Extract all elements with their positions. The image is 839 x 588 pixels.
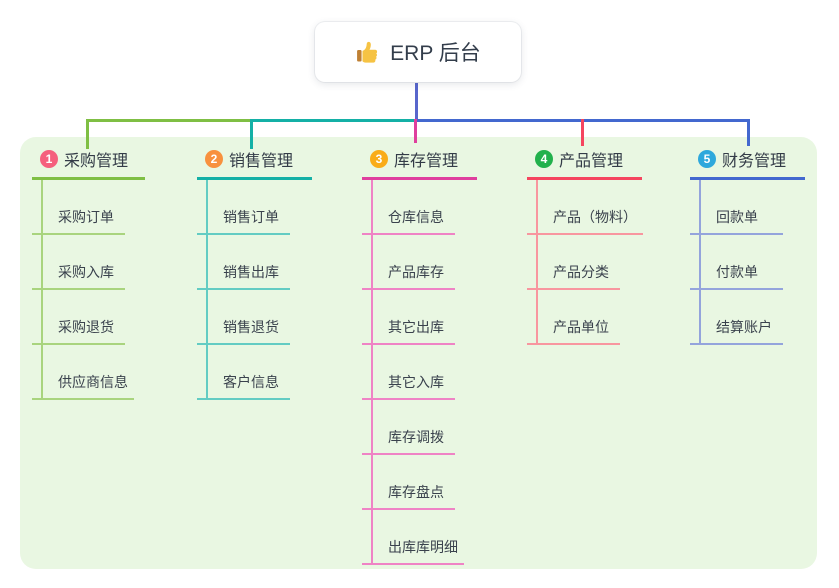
mindmap-node-item[interactable]: 采购入库 <box>32 235 125 290</box>
branch-number-badge: 5 <box>698 150 716 168</box>
mindmap-node-item[interactable]: 结算账户 <box>690 290 783 345</box>
branch-rail-line <box>536 180 538 345</box>
mindmap-node-item[interactable]: 库存调拨 <box>362 400 455 455</box>
rail-segment-1 <box>86 119 252 122</box>
branch-drop-line-4 <box>581 119 584 146</box>
mindmap-node-item[interactable]: 采购订单 <box>32 180 125 235</box>
branch-rail-line <box>206 180 208 400</box>
branch-drop-line-1 <box>86 119 89 149</box>
branch-items: 仓库信息产品库存其它出库其它入库库存调拨库存盘点出库库明细 <box>362 180 477 565</box>
branch-rail-line <box>371 180 373 565</box>
branch-number-badge: 3 <box>370 150 388 168</box>
branch-title-label: 财务管理 <box>722 153 787 170</box>
mindmap-node-item[interactable]: 采购退货 <box>32 290 125 345</box>
branch-items: 销售订单销售出库销售退货客户信息 <box>197 180 312 400</box>
branch-title-label: 库存管理 <box>394 153 459 170</box>
mindmap-node-item[interactable]: 销售出库 <box>197 235 290 290</box>
mindmap-node-item[interactable]: 回款单 <box>690 180 783 235</box>
root-node-label: ERP 后台 <box>390 42 481 65</box>
branch-number-badge: 1 <box>40 150 58 168</box>
mindmap-branch-1: 1 采购管理 采购订单采购入库采购退货供应商信息 <box>32 148 145 400</box>
mindmap-branch-4: 4 产品管理 产品（物料）产品分类产品单位 <box>527 148 643 345</box>
thumbs-up-icon <box>355 40 380 65</box>
mindmap-node-item[interactable]: 产品单位 <box>527 290 620 345</box>
mindmap-node-item[interactable]: 客户信息 <box>197 345 290 400</box>
branch-title-label: 采购管理 <box>64 153 129 170</box>
mindmap-node-item[interactable]: 产品（物料） <box>527 180 643 235</box>
branch-items: 采购订单采购入库采购退货供应商信息 <box>32 180 145 400</box>
mindmap-node-item[interactable]: 其它入库 <box>362 345 455 400</box>
branch-title-label: 产品管理 <box>559 153 624 170</box>
branch-title-node-1[interactable]: 1 采购管理 <box>32 148 145 180</box>
branch-title-label: 销售管理 <box>229 153 294 170</box>
branch-title-node-4[interactable]: 4 产品管理 <box>527 148 642 180</box>
branch-items: 产品（物料）产品分类产品单位 <box>527 180 643 345</box>
branch-title-node-5[interactable]: 5 财务管理 <box>690 148 805 180</box>
branch-number-badge: 4 <box>535 150 553 168</box>
mindmap-branch-3: 3 库存管理 仓库信息产品库存其它出库其它入库库存调拨库存盘点出库库明细 <box>362 148 477 565</box>
branch-drop-line-2 <box>250 119 253 149</box>
branch-title-node-2[interactable]: 2 销售管理 <box>197 148 312 180</box>
mindmap-node-item[interactable]: 供应商信息 <box>32 345 134 400</box>
branch-items: 回款单付款单结算账户 <box>690 180 805 345</box>
branch-drop-line-3 <box>414 119 417 143</box>
branch-number-badge: 2 <box>205 150 223 168</box>
mindmap-branch-2: 2 销售管理 销售订单销售出库销售退货客户信息 <box>197 148 312 400</box>
mindmap-node-item[interactable]: 出库库明细 <box>362 510 464 565</box>
mindmap-node-item[interactable]: 产品分类 <box>527 235 620 290</box>
mindmap-node-item[interactable]: 库存盘点 <box>362 455 455 510</box>
root-node[interactable]: ERP 后台 <box>315 22 521 82</box>
branch-rail-line <box>41 180 43 400</box>
mindmap-branch-5: 5 财务管理 回款单付款单结算账户 <box>690 148 805 345</box>
root-stem-line <box>415 82 418 122</box>
branch-title-node-3[interactable]: 3 库存管理 <box>362 148 477 180</box>
mindmap-node-item[interactable]: 销售退货 <box>197 290 290 345</box>
mindmap-node-item[interactable]: 其它出库 <box>362 290 455 345</box>
branch-drop-line-5 <box>747 119 750 146</box>
mindmap-node-item[interactable]: 付款单 <box>690 235 783 290</box>
rail-segment-2 <box>252 119 416 122</box>
branch-rail-line <box>699 180 701 345</box>
mindmap-node-item[interactable]: 销售订单 <box>197 180 290 235</box>
mindmap-branches-panel <box>20 137 817 569</box>
mindmap-node-item[interactable]: 仓库信息 <box>362 180 455 235</box>
mindmap-node-item[interactable]: 产品库存 <box>362 235 455 290</box>
